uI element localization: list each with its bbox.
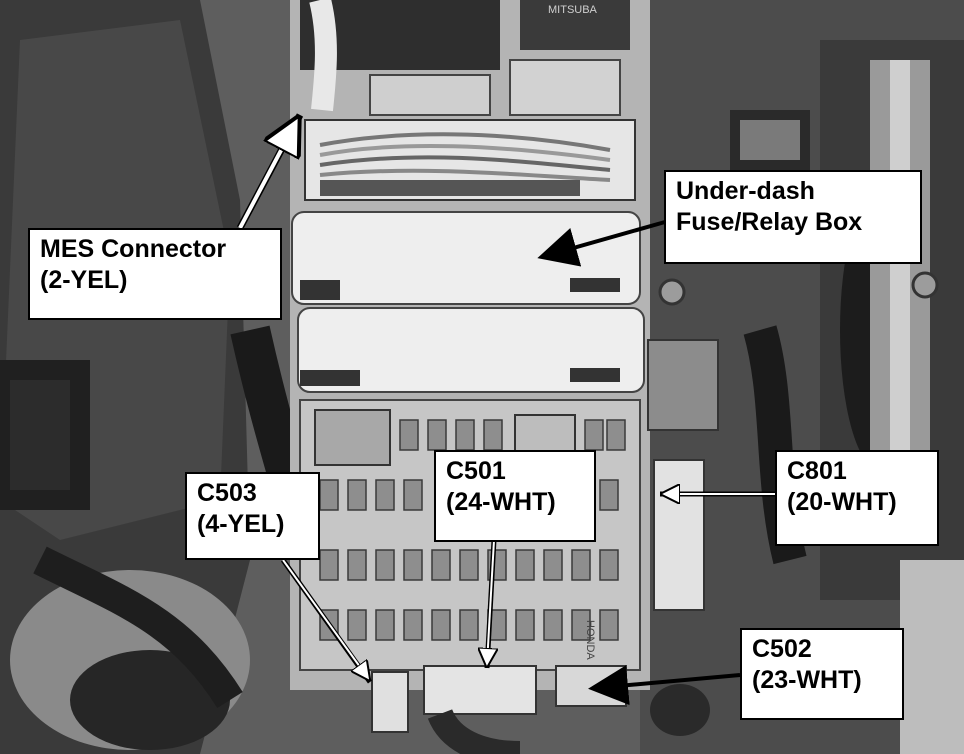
c503-spec: (4-YEL) xyxy=(197,510,285,538)
c502-label: C502 (23-WHT) xyxy=(740,628,904,720)
c501-title: C501 xyxy=(446,457,506,485)
c502-spec: (23-WHT) xyxy=(752,666,862,694)
c503-label: C503 (4-YEL) xyxy=(185,472,320,560)
mes-connector-title: MES Connector xyxy=(40,235,227,263)
mes-connector-spec: (2-YEL) xyxy=(40,266,128,294)
fuse-box-title: Under-dash xyxy=(676,177,815,205)
c801-label: C801 (20-WHT) xyxy=(775,450,939,546)
fuse-box-brand-text: HONDA xyxy=(584,620,596,660)
fuse-box-subtitle: Fuse/Relay Box xyxy=(676,208,863,236)
relay-brand-text: MITSUBA xyxy=(548,4,597,16)
mes-connector-label: MES Connector (2-YEL) xyxy=(28,228,282,320)
c502-title: C502 xyxy=(752,635,812,663)
c801-spec: (20-WHT) xyxy=(787,488,897,516)
fuse-box-label: Under-dash Fuse/Relay Box xyxy=(664,170,922,264)
c501-spec: (24-WHT) xyxy=(446,488,556,516)
c801-title: C801 xyxy=(787,457,847,485)
c503-title: C503 xyxy=(197,479,257,507)
c501-label: C501 (24-WHT) xyxy=(434,450,596,542)
